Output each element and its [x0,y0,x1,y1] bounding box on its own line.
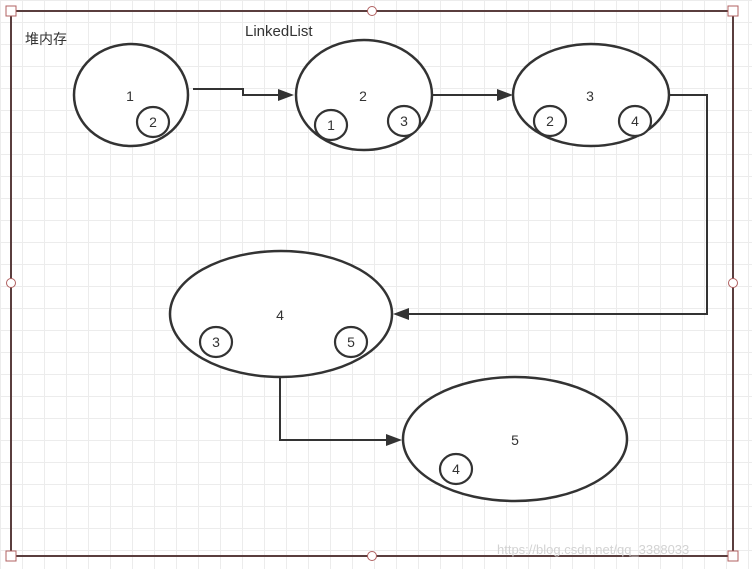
resize-handle-bottom-left[interactable] [5,550,17,562]
node-2-ref-prev: 1 [313,108,349,142]
node-2-ref-prev-label: 1 [327,117,335,133]
node-1-ref-next: 2 [135,105,171,139]
edge-1-to-2 [193,88,280,96]
node-5-ref-prev-label: 4 [452,461,460,477]
node-3-ref-next-label: 4 [631,113,639,129]
node-4-ref-prev: 3 [198,325,234,359]
linked-list-label: LinkedList [245,23,313,40]
node-2-ref-next-label: 3 [400,113,408,129]
node-3-ref-prev-label: 2 [546,113,554,129]
node-1-ref-next-label: 2 [149,114,157,130]
node-4-ref-next: 5 [333,325,369,359]
resize-handle-bottom-right[interactable] [727,550,739,562]
resize-handle-top[interactable] [367,6,377,16]
node-4[interactable]: 4 3 5 [168,249,394,379]
arrowhead-3-to-4 [393,308,409,320]
resize-handle-left[interactable] [6,278,16,288]
edge-4-to-5 [279,377,388,441]
node-4-label: 4 [276,307,284,323]
node-3[interactable]: 3 2 4 [511,42,671,148]
node-1[interactable]: 1 2 [72,42,190,148]
resize-handle-bottom[interactable] [367,551,377,561]
node-3-ref-next: 4 [617,104,653,138]
watermark-text: https://blog.csdn.net/qq_3388033 [497,542,690,557]
arrowhead-1-to-2 [278,89,294,101]
heap-memory-label: 堆内存 [25,31,67,47]
node-4-ref-prev-label: 3 [212,334,220,350]
node-2-label: 2 [359,88,367,104]
resize-handle-top-right[interactable] [727,5,739,17]
node-1-label: 1 [126,88,134,104]
arrowhead-4-to-5 [386,434,402,446]
edge-3-to-4 [408,94,708,315]
node-2-ref-next: 3 [386,104,422,138]
node-5[interactable]: 5 4 [401,375,629,503]
node-5-ref-prev: 4 [438,452,474,486]
node-5-label: 5 [511,432,519,448]
link-edges [193,88,708,446]
selection-handles [5,5,739,562]
node-3-label: 3 [586,88,594,104]
node-3-ref-prev: 2 [532,104,568,138]
node-2[interactable]: 2 1 3 [294,38,434,152]
resize-handle-right[interactable] [728,278,738,288]
arrowhead-2-to-3 [497,89,513,101]
resize-handle-top-left[interactable] [5,5,17,17]
node-4-ref-next-label: 5 [347,334,355,350]
